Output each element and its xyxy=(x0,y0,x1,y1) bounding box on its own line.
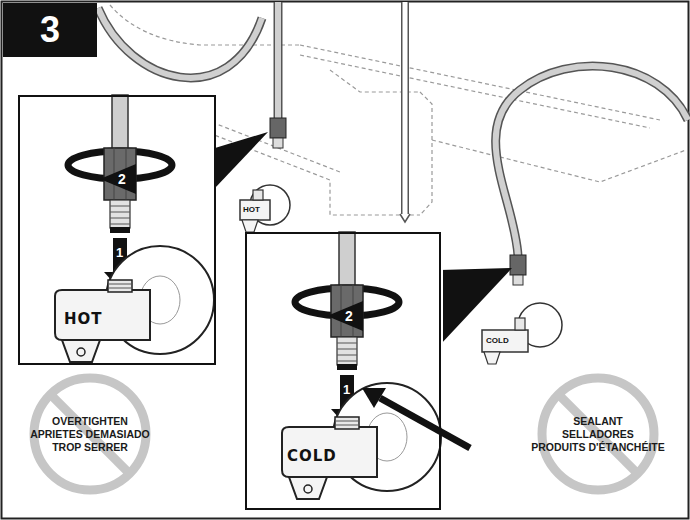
warning-text: OVERTIGHTENAPRIETES DEMASIADOTROP SERRER xyxy=(0,372,182,496)
valve-outlet xyxy=(253,190,263,200)
dashed-line xyxy=(432,140,686,182)
leader-wedge xyxy=(215,132,268,188)
detail-inset: 2 1HOT xyxy=(18,95,216,365)
warning-line: APRIETES DEMASIADO xyxy=(30,428,150,441)
dashed-line xyxy=(300,45,660,120)
warning-line: OVERTIGHTEN xyxy=(52,415,128,428)
step-number-box: 3 xyxy=(3,3,97,57)
valve-label: HOT xyxy=(243,206,260,214)
valve-body xyxy=(482,330,528,352)
prohibition-circle xyxy=(542,378,654,490)
hose xyxy=(275,2,281,120)
hose-nut xyxy=(270,118,286,138)
warning-line: PRODUITS D'ÉTANCHÉITE xyxy=(531,441,665,454)
prohibition-slash xyxy=(558,394,637,473)
warning-line: TROP SERRER xyxy=(52,441,128,454)
hose xyxy=(98,8,262,78)
prohibition-sign: OVERTIGHTENAPRIETES DEMASIADOTROP SERRER xyxy=(28,372,152,496)
detail-valve xyxy=(18,95,216,365)
valve-label: COLD xyxy=(287,449,337,464)
hose xyxy=(496,66,688,256)
pointer-arrowhead xyxy=(362,388,386,408)
valve-handle xyxy=(484,352,500,364)
valve-handle xyxy=(242,220,258,232)
callout-number: 2 xyxy=(118,172,126,186)
hose xyxy=(274,2,283,120)
callout-number: 1 xyxy=(343,383,350,396)
hose xyxy=(98,8,262,78)
dashed-line xyxy=(110,5,300,45)
spray-hose xyxy=(401,2,409,214)
valve-body xyxy=(240,200,270,220)
callout-number: 1 xyxy=(116,246,123,259)
pointer-arrow xyxy=(380,398,470,448)
warning-text: SEALANTSELLADORESPRODUITS D'ÉTANCHÉITE xyxy=(506,372,690,496)
spray-hose xyxy=(403,2,408,214)
hose-nut xyxy=(510,255,526,275)
thread xyxy=(513,275,523,285)
callout-number: 2 xyxy=(345,309,353,323)
hose xyxy=(496,66,688,256)
valve-label: HOT xyxy=(64,312,103,327)
thread xyxy=(273,138,283,148)
prohibition-sign: SEALANTSELLADORESPRODUITS D'ÉTANCHÉITE xyxy=(536,372,660,496)
step-number: 3 xyxy=(40,9,60,51)
warning-line: SELLADORES xyxy=(562,428,634,441)
dashed-line xyxy=(420,92,432,215)
hose-end xyxy=(400,214,410,222)
valve-label: COLD xyxy=(486,337,509,345)
detail-inset: 2 1COLD xyxy=(245,232,441,510)
valve-outlet xyxy=(515,318,525,330)
detail-valve xyxy=(245,232,443,502)
warning-line: SEALANT xyxy=(573,415,623,428)
leader-wedge xyxy=(440,268,512,345)
